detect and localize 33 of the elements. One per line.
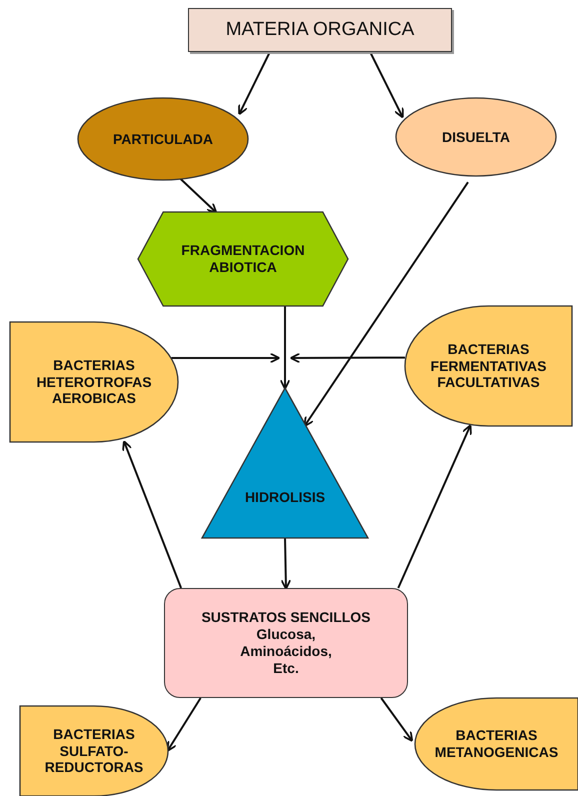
arrow — [280, 306, 290, 390]
node-title: PARTICULADA — [112, 130, 214, 148]
arrow — [290, 352, 405, 364]
node-title: BACTERIAS HETEROTROFAS AEROBICAS — [35, 356, 153, 408]
node-title: HIDROLISIS — [244, 489, 326, 506]
ellipse-node — [78, 98, 248, 180]
bacteria-node — [415, 698, 578, 790]
rounded-box — [164, 588, 408, 698]
arrow — [380, 697, 414, 742]
bacteria-node — [10, 322, 178, 442]
arrow — [369, 52, 404, 118]
arrow — [179, 178, 218, 214]
arrow — [171, 352, 280, 364]
node-title: FRAGMENTACION ABIOTICA — [180, 242, 306, 276]
arrow — [280, 538, 292, 590]
node-text: Glucosa, Aminoácidos, Etc. — [239, 626, 333, 677]
node-title: SUSTRATOS SENCILLOS — [201, 609, 371, 626]
arrow — [397, 424, 472, 588]
hexagon-node — [138, 212, 348, 306]
arrow — [166, 697, 202, 752]
arrow — [122, 440, 182, 588]
title-box — [188, 8, 452, 52]
bacteria-node — [20, 706, 168, 796]
node-title: DISUELTA — [442, 128, 510, 146]
bacteria-node — [405, 306, 572, 426]
node-title: BACTERIAS SULFATO-REDUCTORAS — [44, 726, 144, 776]
node-title: BACTERIAS FERMENTATIVAS FACULTATIVAS — [430, 340, 548, 392]
node-title: MATERIA ORGANICA — [226, 18, 414, 42]
arrow — [304, 182, 469, 428]
triangle-node — [202, 388, 368, 538]
node-title: BACTERIAS METANOGENICAS — [434, 727, 560, 761]
arrow — [238, 52, 271, 116]
ellipse-node — [396, 98, 556, 176]
